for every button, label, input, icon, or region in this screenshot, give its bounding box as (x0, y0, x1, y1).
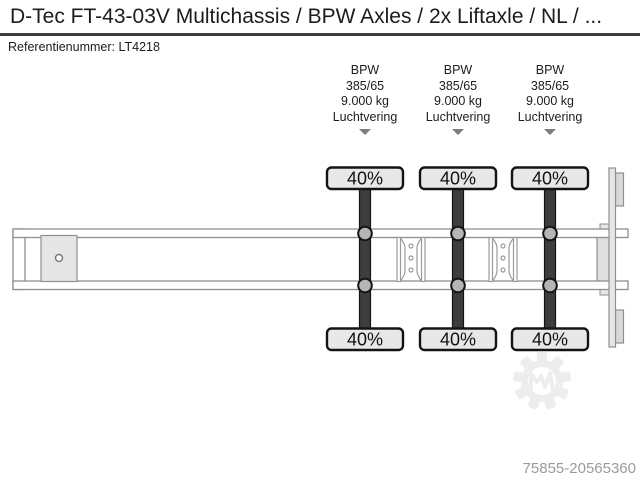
triangle-down-icon (452, 129, 464, 135)
page-title: D-Tec FT-43-03V Multichassis / BPW Axles… (10, 5, 603, 28)
chassis-rail-bottom (12, 280, 629, 291)
triangle-down-icon (359, 129, 371, 135)
wheel-hub (542, 225, 558, 242)
axle-capacity: 9.000 kg (526, 94, 574, 108)
load-value-bottom: 40% (440, 330, 476, 350)
reference-number: Referentienummer: LT4218 (8, 40, 160, 54)
wheel-hub (357, 277, 373, 294)
wheel-hub (450, 225, 466, 242)
rear-bumper-bar (608, 167, 617, 348)
axle-capacity: 9.000 kg (341, 94, 389, 108)
wheel-hub (357, 225, 373, 242)
load-box-bottom (418, 327, 498, 352)
wheel-hub (542, 277, 558, 294)
axle-capacity: 9.000 kg (434, 94, 482, 108)
axle-make: BPW (443, 63, 473, 77)
axle-suspension: Luchtvering (425, 109, 491, 124)
axle-make: BPW (350, 63, 380, 77)
axle-bar (543, 187, 557, 330)
listing-id-clipped: 75855-20565360 (398, 477, 511, 480)
load-box-top (418, 166, 498, 191)
axle-bar (358, 187, 372, 330)
load-box-bottom (325, 327, 405, 352)
load-value-bottom: 40% (347, 330, 383, 350)
tail-lamp-top (614, 172, 625, 207)
title-divider (0, 33, 640, 36)
load-box-bottom (510, 327, 590, 352)
axle-group-1: 40% 40% (325, 166, 405, 352)
axle-tire-size: 385/65 (438, 78, 478, 93)
load-value-bottom: 40% (532, 330, 568, 350)
axle-label-2: BPW 385/65 9.000 kg Luchtvering (408, 63, 508, 135)
axle-bar (451, 187, 465, 330)
tail-lamp-bottom (614, 309, 625, 344)
load-value-top: 40% (532, 169, 568, 189)
gear-watermark-icon (512, 352, 572, 410)
axle-tire-size: 385/65 (530, 78, 570, 93)
axle-group-2: 40% 40% (418, 166, 498, 352)
load-box-top (510, 166, 590, 191)
axle-suspension: Luchtvering (332, 109, 398, 124)
crossmember (488, 236, 518, 283)
load-box-top (325, 166, 405, 191)
crossmember (396, 236, 426, 283)
rear-bracket-bottom (599, 289, 610, 296)
triangle-down-icon (544, 129, 556, 135)
kingpin (54, 253, 64, 263)
load-value-top: 40% (440, 169, 476, 189)
axle-label-1: BPW 385/65 9.000 kg Luchtvering (315, 63, 415, 135)
axle-suspension: Luchtvering (517, 109, 583, 124)
listing-id: 75855-20565360 (522, 460, 636, 477)
chassis-rail-top (12, 228, 629, 239)
axle-make: BPW (535, 63, 565, 77)
load-value-top: 40% (347, 169, 383, 189)
axle-tire-size: 385/65 (345, 78, 385, 93)
axle-group-3: 40% 40% (510, 166, 590, 352)
axle-label-3: BPW 385/65 9.000 kg Luchtvering (500, 63, 600, 135)
wheel-hub (450, 277, 466, 294)
